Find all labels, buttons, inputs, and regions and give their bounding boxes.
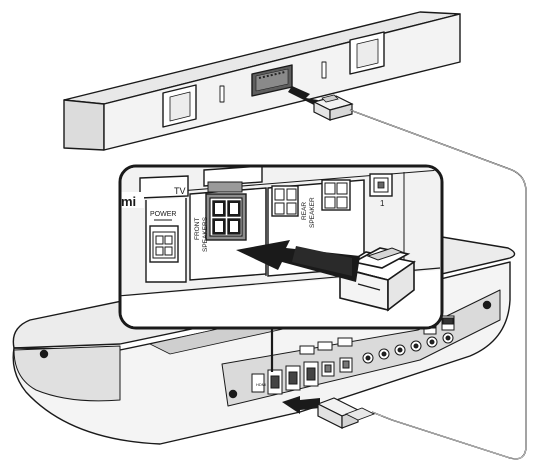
rear-speaker-ports bbox=[271, 179, 351, 217]
tv-label: TV bbox=[174, 186, 186, 196]
callout-insert-arrow bbox=[236, 240, 360, 282]
power-label: POWER bbox=[150, 211, 176, 218]
hdmi-small-label: HDMI bbox=[256, 382, 266, 387]
rear-speakers-label-line1: REAR bbox=[301, 202, 308, 220]
brand-logo-fragment: mi bbox=[121, 194, 136, 209]
front-speakers-label-line2: SPEAKERS bbox=[202, 216, 209, 252]
arrow-to-console bbox=[282, 396, 320, 414]
rear-speakers-label-line2: SPEAKER bbox=[309, 197, 316, 228]
front-speakers-port bbox=[205, 193, 247, 241]
console-rear-ports: HDMI bbox=[251, 315, 455, 395]
optical-port bbox=[369, 173, 393, 197]
optical-number-label: 1 bbox=[380, 199, 385, 208]
front-speakers-label-line1: FRONT bbox=[194, 218, 201, 240]
soundbar-cable-plug bbox=[312, 94, 354, 121]
arrow-to-soundbar bbox=[288, 86, 318, 106]
zoom-callout: TV mi POWER 1 FRONT SPEAKERS REAR SPEAKE… bbox=[118, 164, 444, 372]
callout-plug bbox=[337, 247, 416, 312]
console-cable-plug bbox=[316, 397, 376, 429]
